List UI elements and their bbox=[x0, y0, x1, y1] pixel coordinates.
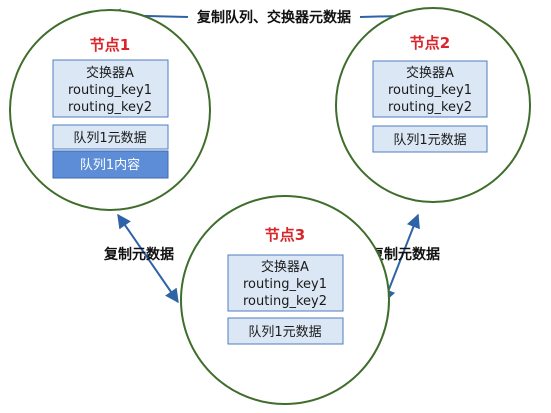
node-1-queue-content: 队列1内容 bbox=[80, 157, 140, 173]
node-1-routing-key-1: routing_key1 bbox=[68, 83, 152, 98]
node-2-exchange-box bbox=[372, 60, 488, 118]
node-2-queue-meta: 队列1元数据 bbox=[393, 133, 466, 148]
node-1-queue-content-box bbox=[52, 150, 169, 179]
edge-node1-node3-arrow bbox=[117, 213, 179, 304]
node-2-routing-key-1: routing_key1 bbox=[388, 83, 472, 98]
node-1-queue-meta: 队列1元数据 bbox=[73, 131, 146, 146]
node-3-exchange-name: 交换器A bbox=[261, 259, 309, 275]
edge-label-left: 复制元数据 bbox=[103, 246, 174, 263]
node-1-queue-meta-box bbox=[52, 124, 169, 150]
edge-node1-node3: 复制元数据 bbox=[103, 213, 179, 304]
node-3-routing-key-2: routing_key2 bbox=[243, 294, 327, 309]
node-1: 节点1 交换器A routing_key1 routing_key2 队列1元数… bbox=[9, 9, 211, 211]
node-1-title: 节点1 bbox=[90, 36, 130, 54]
node-1-exchange-name: 交换器A bbox=[86, 65, 134, 81]
node-3-queue-meta-box bbox=[227, 317, 344, 345]
edge-label-right: 复制元数据 bbox=[369, 246, 440, 263]
node-2-exchange-name: 交换器A bbox=[406, 65, 454, 81]
node-3: 节点3 交换器A routing_key1 routing_key2 队列1元数… bbox=[180, 195, 390, 405]
node-2-queue-meta-box bbox=[372, 125, 488, 153]
edge-node2-node3: 复制元数据 bbox=[369, 213, 440, 304]
node-1-routing-key-2: routing_key2 bbox=[68, 100, 152, 115]
node-3-title: 节点3 bbox=[265, 226, 305, 244]
node-1-exchange-box bbox=[52, 59, 169, 118]
node-3-queue-meta: 队列1元数据 bbox=[248, 325, 321, 340]
node-3-exchange-box bbox=[227, 254, 344, 312]
node-3-routing-key-1: routing_key1 bbox=[243, 277, 327, 292]
node-2-routing-key-2: routing_key2 bbox=[388, 100, 472, 115]
node-2-title: 节点2 bbox=[410, 34, 450, 52]
edge-label-top: 复制队列、交换器元数据 bbox=[196, 9, 351, 26]
node-2: 节点2 交换器A routing_key1 routing_key2 队列1元数… bbox=[335, 7, 531, 203]
edge-node2-node3-arrow bbox=[382, 213, 420, 304]
